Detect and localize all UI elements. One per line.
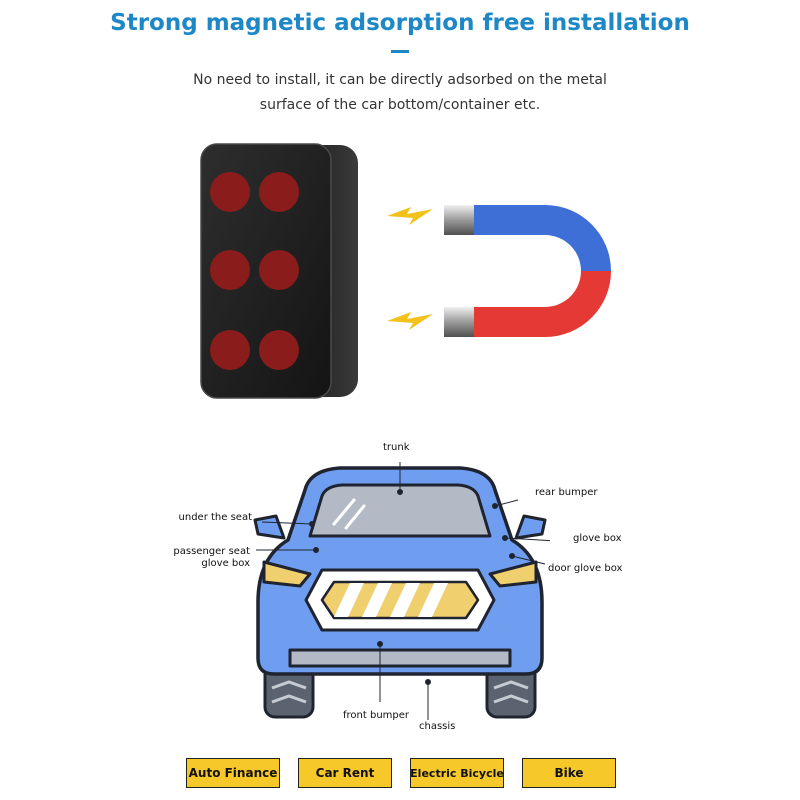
label-passenger-seat-glove-box: passenger seat glove box <box>150 546 250 570</box>
subtitle-line-2: surface of the car bottom/container etc. <box>259 97 541 113</box>
label-under-the-seat: under the seat <box>178 512 252 523</box>
category-auto-finance[interactable]: Auto Finance <box>186 758 280 788</box>
horseshoe-magnet-icon <box>444 205 611 337</box>
label-glove-box: glove box <box>573 533 622 544</box>
label-passenger-seat-line2: glove box <box>201 558 250 569</box>
page-title: Strong magnetic adsorption free installa… <box>110 10 690 36</box>
category-bike[interactable]: Bike <box>522 758 616 788</box>
lightning-icon <box>387 312 433 330</box>
label-rear-bumper: rear bumper <box>535 487 598 498</box>
car-front-view <box>253 462 550 720</box>
gps-tracker-device <box>200 143 358 399</box>
lightning-icon <box>387 207 433 225</box>
category-car-rent[interactable]: Car Rent <box>298 758 392 788</box>
label-passenger-seat-line1: passenger seat <box>173 546 250 557</box>
label-chassis: chassis <box>419 721 456 732</box>
label-front-bumper: front bumper <box>343 710 410 721</box>
page-subtitle: No need to install, it can be directly a… <box>150 68 650 118</box>
label-trunk: trunk <box>383 442 410 453</box>
label-door-glove-box: door glove box <box>548 563 623 574</box>
title-underline <box>391 50 409 53</box>
subtitle-line-1: No need to install, it can be directly a… <box>193 72 607 88</box>
category-electric-bicycle[interactable]: Electric Bicycle <box>410 758 504 788</box>
